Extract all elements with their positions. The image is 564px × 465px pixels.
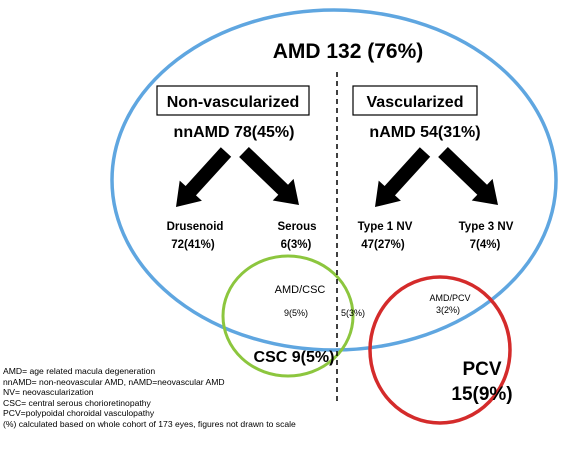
non-vascularized-label: Non-vascularized bbox=[167, 94, 299, 111]
pcv-circle bbox=[368, 275, 512, 425]
legend-line: NV= neovascularization bbox=[3, 387, 94, 398]
legend-line: nnAMD= non-neovascular AMD, nAMD=neovasc… bbox=[3, 376, 225, 387]
non-vascularized-box bbox=[156, 85, 310, 116]
legend-line: PCV=polypoidal choroidal vasculopathy bbox=[3, 408, 155, 419]
amd-pcv-label: AMD/PCV bbox=[429, 293, 470, 303]
arrow-type1 bbox=[375, 147, 431, 207]
vascularized-label: Vascularized bbox=[367, 94, 464, 111]
amd-title: AMD 132 (76%) bbox=[273, 40, 424, 63]
namd-summary: nAMD 54(31%) bbox=[369, 124, 480, 141]
amd-csc-label: AMD/CSC bbox=[275, 284, 326, 296]
legend-line: AMD= age related macula degeneration bbox=[3, 366, 156, 376]
abbreviation-legend: AMD= age related macula degeneration nnA… bbox=[3, 366, 403, 430]
csc-divider-value: 5(3%) bbox=[341, 308, 365, 318]
arrow-drusenoid bbox=[176, 147, 232, 207]
serous-value: 6(3%) bbox=[281, 239, 312, 251]
csc-label: CSC 9(5%) bbox=[254, 349, 335, 366]
arrows-group bbox=[176, 146, 498, 207]
drusenoid-name: Drusenoid bbox=[167, 221, 224, 233]
arrow-type3 bbox=[438, 146, 498, 205]
amd-circle bbox=[110, 8, 558, 352]
type1-value: 47(27%) bbox=[361, 239, 405, 251]
csc-circle bbox=[221, 254, 355, 378]
legend-line: CSC= central serous chorioretinopathy bbox=[3, 397, 151, 408]
amd-pcv-value: 3(2%) bbox=[436, 305, 460, 315]
arrow-serous bbox=[239, 146, 299, 205]
pcv-label: PCV bbox=[462, 359, 501, 380]
serous-name: Serous bbox=[278, 221, 317, 233]
type3-name: Type 3 NV bbox=[459, 221, 514, 233]
drusenoid-value: 72(41%) bbox=[171, 239, 215, 251]
pcv-value: 15(9%) bbox=[451, 384, 512, 405]
type1-name: Type 1 NV bbox=[358, 221, 413, 233]
vascularized-box bbox=[352, 85, 478, 116]
type3-value: 7(4%) bbox=[470, 239, 501, 251]
nnamd-summary: nnAMD 78(45%) bbox=[174, 124, 295, 141]
amd-csc-value: 9(5%) bbox=[284, 308, 308, 318]
legend-line: (%) calculated based on whole cohort of … bbox=[3, 418, 296, 429]
